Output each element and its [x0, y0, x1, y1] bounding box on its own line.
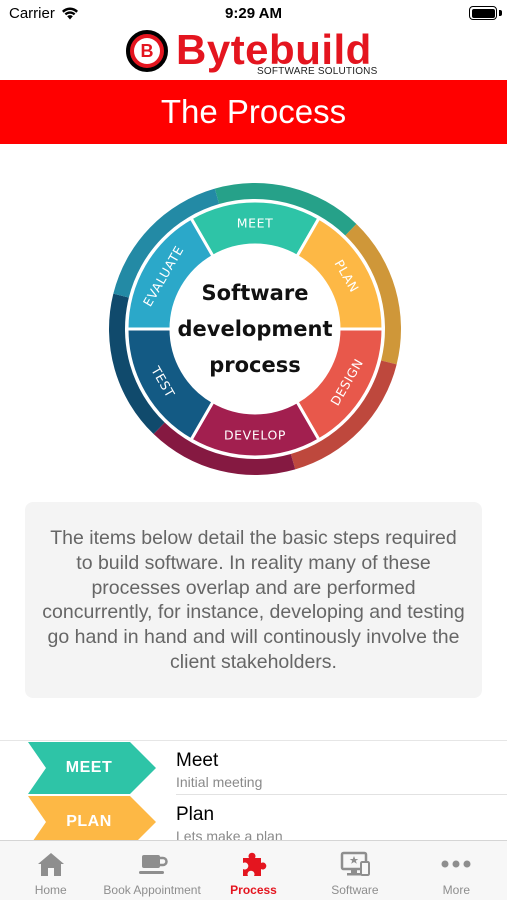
tab-label: Process [230, 883, 277, 897]
process-list: MEET Meet Initial meeting PLAN Plan Lets… [0, 740, 507, 849]
center-text-line: development [178, 317, 333, 341]
outer-band-design [290, 360, 397, 470]
center-text-line: process [209, 353, 301, 377]
outer-band-test [108, 293, 165, 435]
center-text-line: Software [202, 281, 309, 305]
segment-label-meet: MEET [237, 216, 274, 231]
info-text: The items below detail the basic steps r… [42, 527, 465, 673]
logo-wordmark: Bytebuild [176, 26, 372, 73]
process-row-title: Plan [176, 804, 215, 825]
brand-logo: B Bytebuild SOFTWARE SOLUTIONS [0, 26, 507, 78]
process-row-subtitle: Initial meeting [176, 774, 263, 790]
carrier-info: Carrier [9, 5, 79, 22]
plan-badge: PLAN [28, 796, 158, 848]
tab-label: More [442, 883, 470, 897]
segment-evaluate [125, 216, 216, 331]
tab-home[interactable]: Home [0, 841, 101, 900]
outer-band-plan [345, 223, 402, 365]
puzzle-icon [238, 849, 270, 879]
process-row-meet[interactable]: MEET Meet Initial meeting [0, 741, 507, 795]
tab-more[interactable]: More [406, 841, 507, 900]
outer-band-develop [153, 422, 296, 475]
coffee-cup-icon [136, 849, 168, 879]
carrier-label: Carrier [9, 5, 55, 22]
outer-band-meet [214, 183, 357, 236]
wheel-center [172, 246, 338, 412]
outer-band-evaluate [113, 188, 220, 298]
tab-software[interactable]: Software [304, 841, 405, 900]
monitor-icon [339, 849, 371, 879]
tab-book-appointment[interactable]: Book Appointment [101, 841, 202, 900]
status-bar: Carrier 9:29 AM [0, 0, 507, 28]
tab-process[interactable]: Process [203, 841, 304, 900]
battery-icon [469, 6, 497, 20]
chevron-badge-icon [28, 742, 156, 794]
chevron-badge-icon [28, 796, 156, 848]
more-dots-icon [440, 849, 472, 879]
page-title: The Process [160, 93, 347, 130]
tab-label: Home [34, 883, 67, 897]
tab-label: Software [331, 883, 379, 897]
battery-tip [499, 10, 502, 16]
tab-label: Book Appointment [103, 883, 201, 897]
segment-label-develop: DEVELOP [224, 428, 286, 443]
plan-badge-label: PLAN [66, 813, 112, 830]
wifi-icon [61, 7, 78, 20]
tab-bar: Home Book Appointment Process [0, 840, 507, 900]
info-card: The items below detail the basic steps r… [25, 502, 482, 698]
meet-badge-label: MEET [65, 759, 113, 776]
logo-tagline: SOFTWARE SOLUTIONS [257, 66, 378, 77]
row-divider [176, 794, 507, 795]
meet-badge: MEET [28, 742, 158, 794]
title-banner: The Process [0, 80, 507, 144]
logo-mark-letter: B [134, 38, 160, 64]
clock: 9:29 AM [225, 5, 282, 22]
process-row-title: Meet [176, 750, 219, 771]
logo-mark-icon: B [126, 30, 168, 72]
home-icon [35, 849, 67, 879]
